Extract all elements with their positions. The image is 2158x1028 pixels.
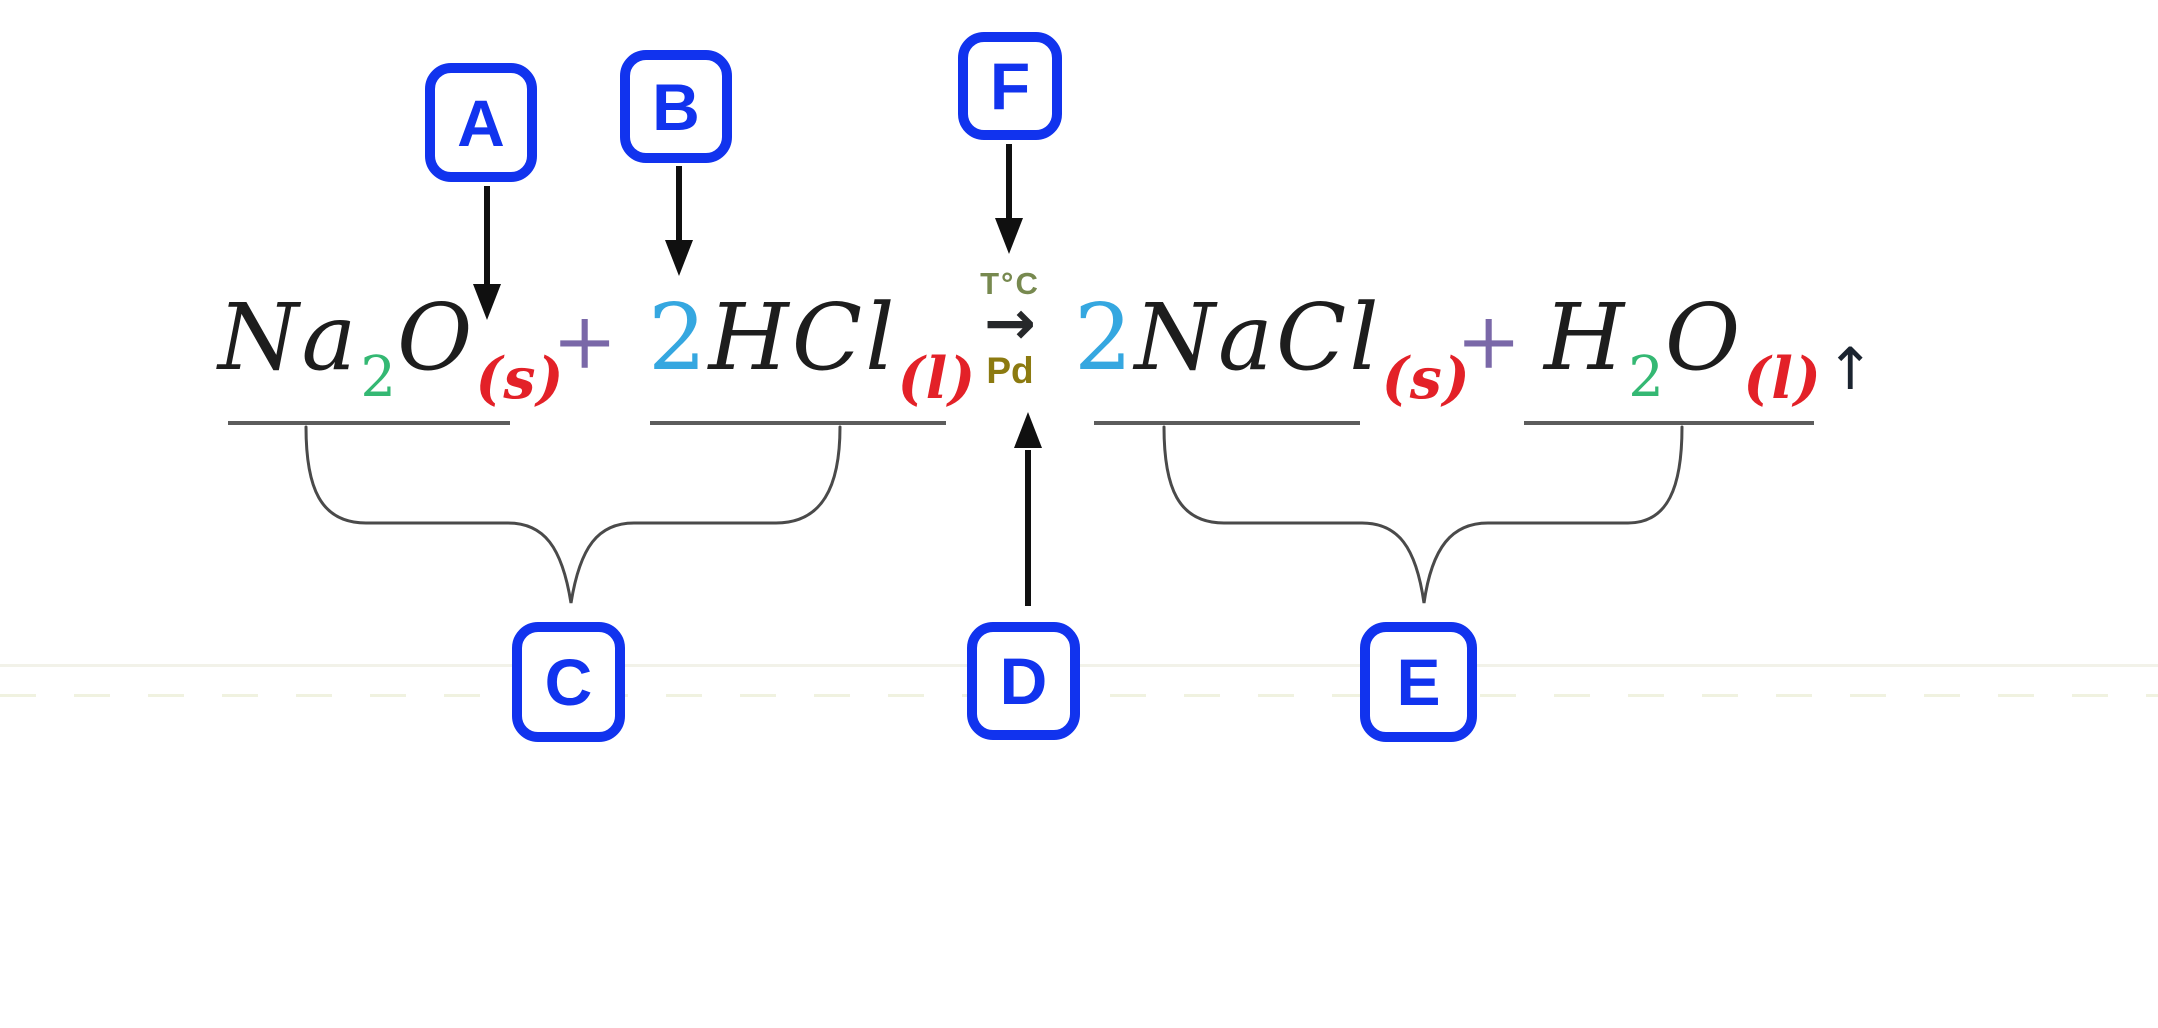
- temperature-condition: T°C: [980, 266, 1040, 301]
- element-o: O: [1664, 284, 1744, 391]
- underline-na2o: [228, 421, 510, 425]
- reaction-conditions: T°C → Pd: [956, 266, 1064, 392]
- reactant-2hcl: 2HCl(l): [648, 290, 976, 413]
- plus-sign-reactants: +: [552, 297, 618, 387]
- reaction-arrow-icon: →: [984, 286, 1036, 359]
- underline-h2o: [1524, 421, 1814, 425]
- marker-c: C: [512, 622, 625, 742]
- marker-d: D: [967, 622, 1080, 740]
- marker-a: A: [425, 63, 537, 182]
- state-solid: (s): [1381, 345, 1471, 412]
- marker-a-letter: A: [457, 85, 505, 160]
- gas-evolution-arrow-icon: ↑: [1825, 335, 1875, 403]
- coefficient-2-cyan: 2: [648, 284, 709, 391]
- marker-d-letter: D: [999, 644, 1048, 718]
- arrow-marker-d: [1014, 412, 1042, 606]
- formula-nacl: NaCl: [1134, 284, 1382, 391]
- marker-b-letter: B: [652, 69, 700, 144]
- marker-b: B: [620, 50, 732, 163]
- element-h: H: [1544, 284, 1628, 391]
- element-o: O: [397, 284, 476, 391]
- marker-e-letter: E: [1396, 645, 1441, 719]
- arrow-marker-b: [665, 166, 693, 276]
- product-2nacl: 2NaCl(s): [1074, 290, 1471, 413]
- state-solid: (s): [475, 345, 565, 412]
- subscript-2-green: 2: [1628, 345, 1664, 410]
- coefficient-2-cyan: 2: [1074, 284, 1135, 391]
- underline-2hcl: [650, 421, 946, 425]
- arrow-marker-f: [995, 144, 1023, 254]
- marker-c-letter: C: [544, 645, 593, 719]
- product-h2o: H2O(l)↑: [1544, 290, 1875, 413]
- state-liquid: (l): [1743, 345, 1822, 412]
- formula-hcl: HCl: [708, 284, 898, 391]
- underline-2nacl: [1094, 421, 1360, 425]
- marker-f: F: [958, 32, 1062, 140]
- element-na: Na: [218, 284, 360, 391]
- reactant-na2o: Na2O(s): [218, 290, 564, 413]
- catalyst-pd: Pd: [986, 350, 1034, 391]
- plus-sign-products: +: [1456, 297, 1522, 387]
- marker-e: E: [1360, 622, 1477, 742]
- marker-f-letter: F: [989, 49, 1031, 123]
- brace-reactants: [304, 425, 842, 604]
- state-liquid: (l): [897, 345, 977, 412]
- subscript-2-green: 2: [360, 345, 396, 410]
- brace-products: [1162, 425, 1684, 604]
